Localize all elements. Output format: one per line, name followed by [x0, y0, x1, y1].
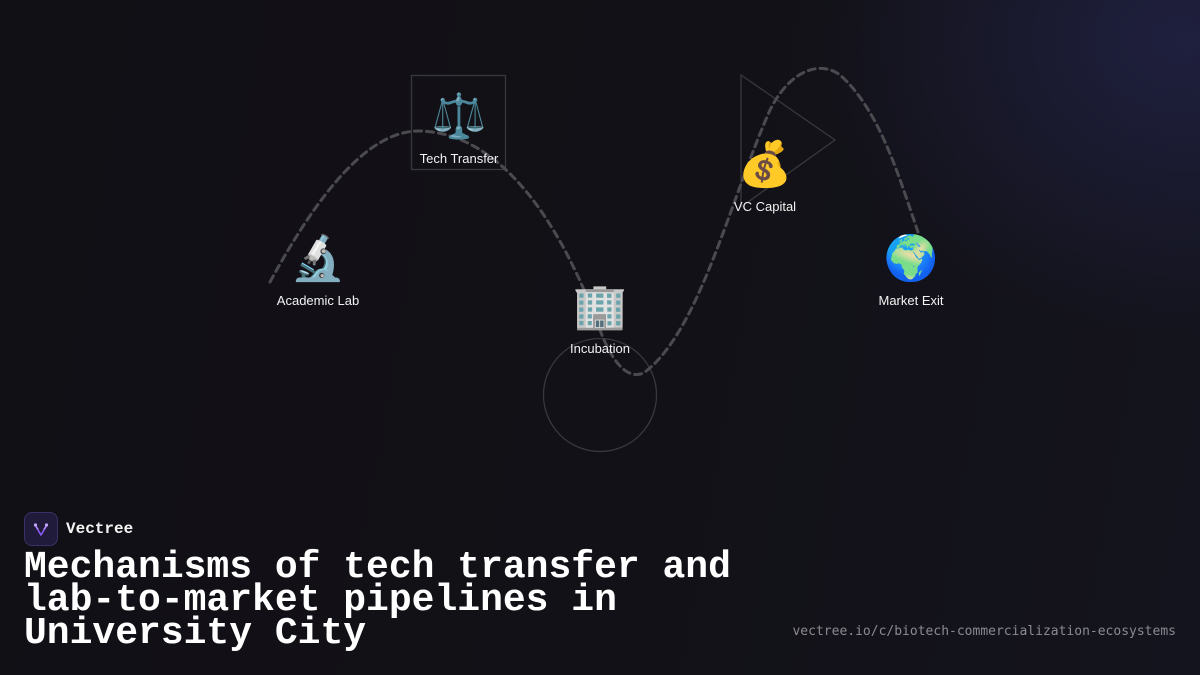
incubation-circle-outline: [542, 337, 658, 453]
node-market-exit: 🌍 Market Exit: [831, 233, 991, 308]
node-tech-transfer: ⚖️ Tech Transfer: [379, 91, 539, 166]
node-label: Market Exit: [878, 293, 944, 308]
globe-icon: 🌍: [883, 233, 939, 284]
brand-name: Vectree: [66, 520, 134, 538]
vectree-logo-icon: [24, 512, 58, 546]
brand: Vectree: [24, 512, 133, 546]
tech-transfer-square-outline: [410, 74, 507, 171]
microscope-icon: 🔬: [290, 233, 346, 284]
node-incubation: 🏢 Incubation: [520, 281, 680, 356]
node-label: Incubation: [570, 341, 630, 356]
node-vc-capital: 💰 VC Capital: [685, 139, 845, 214]
vc-capital-triangle-outline: [740, 73, 837, 209]
node-label: VC Capital: [733, 199, 797, 214]
node-label: Academic Lab: [276, 293, 360, 308]
node-academic-lab: 🔬 Academic Lab: [238, 233, 398, 308]
page-title: Mechanisms of tech transfer and lab-to-m…: [24, 546, 731, 655]
source-url[interactable]: vectree.io/c/biotech-commercialization-e…: [792, 624, 1176, 639]
pipeline-dashed-path: [268, 66, 920, 377]
money-bag-icon: 💰: [737, 139, 793, 190]
office-building-icon: 🏢: [572, 281, 628, 332]
balance-scale-icon: ⚖️: [431, 91, 487, 142]
node-label: Tech Transfer: [419, 151, 499, 166]
